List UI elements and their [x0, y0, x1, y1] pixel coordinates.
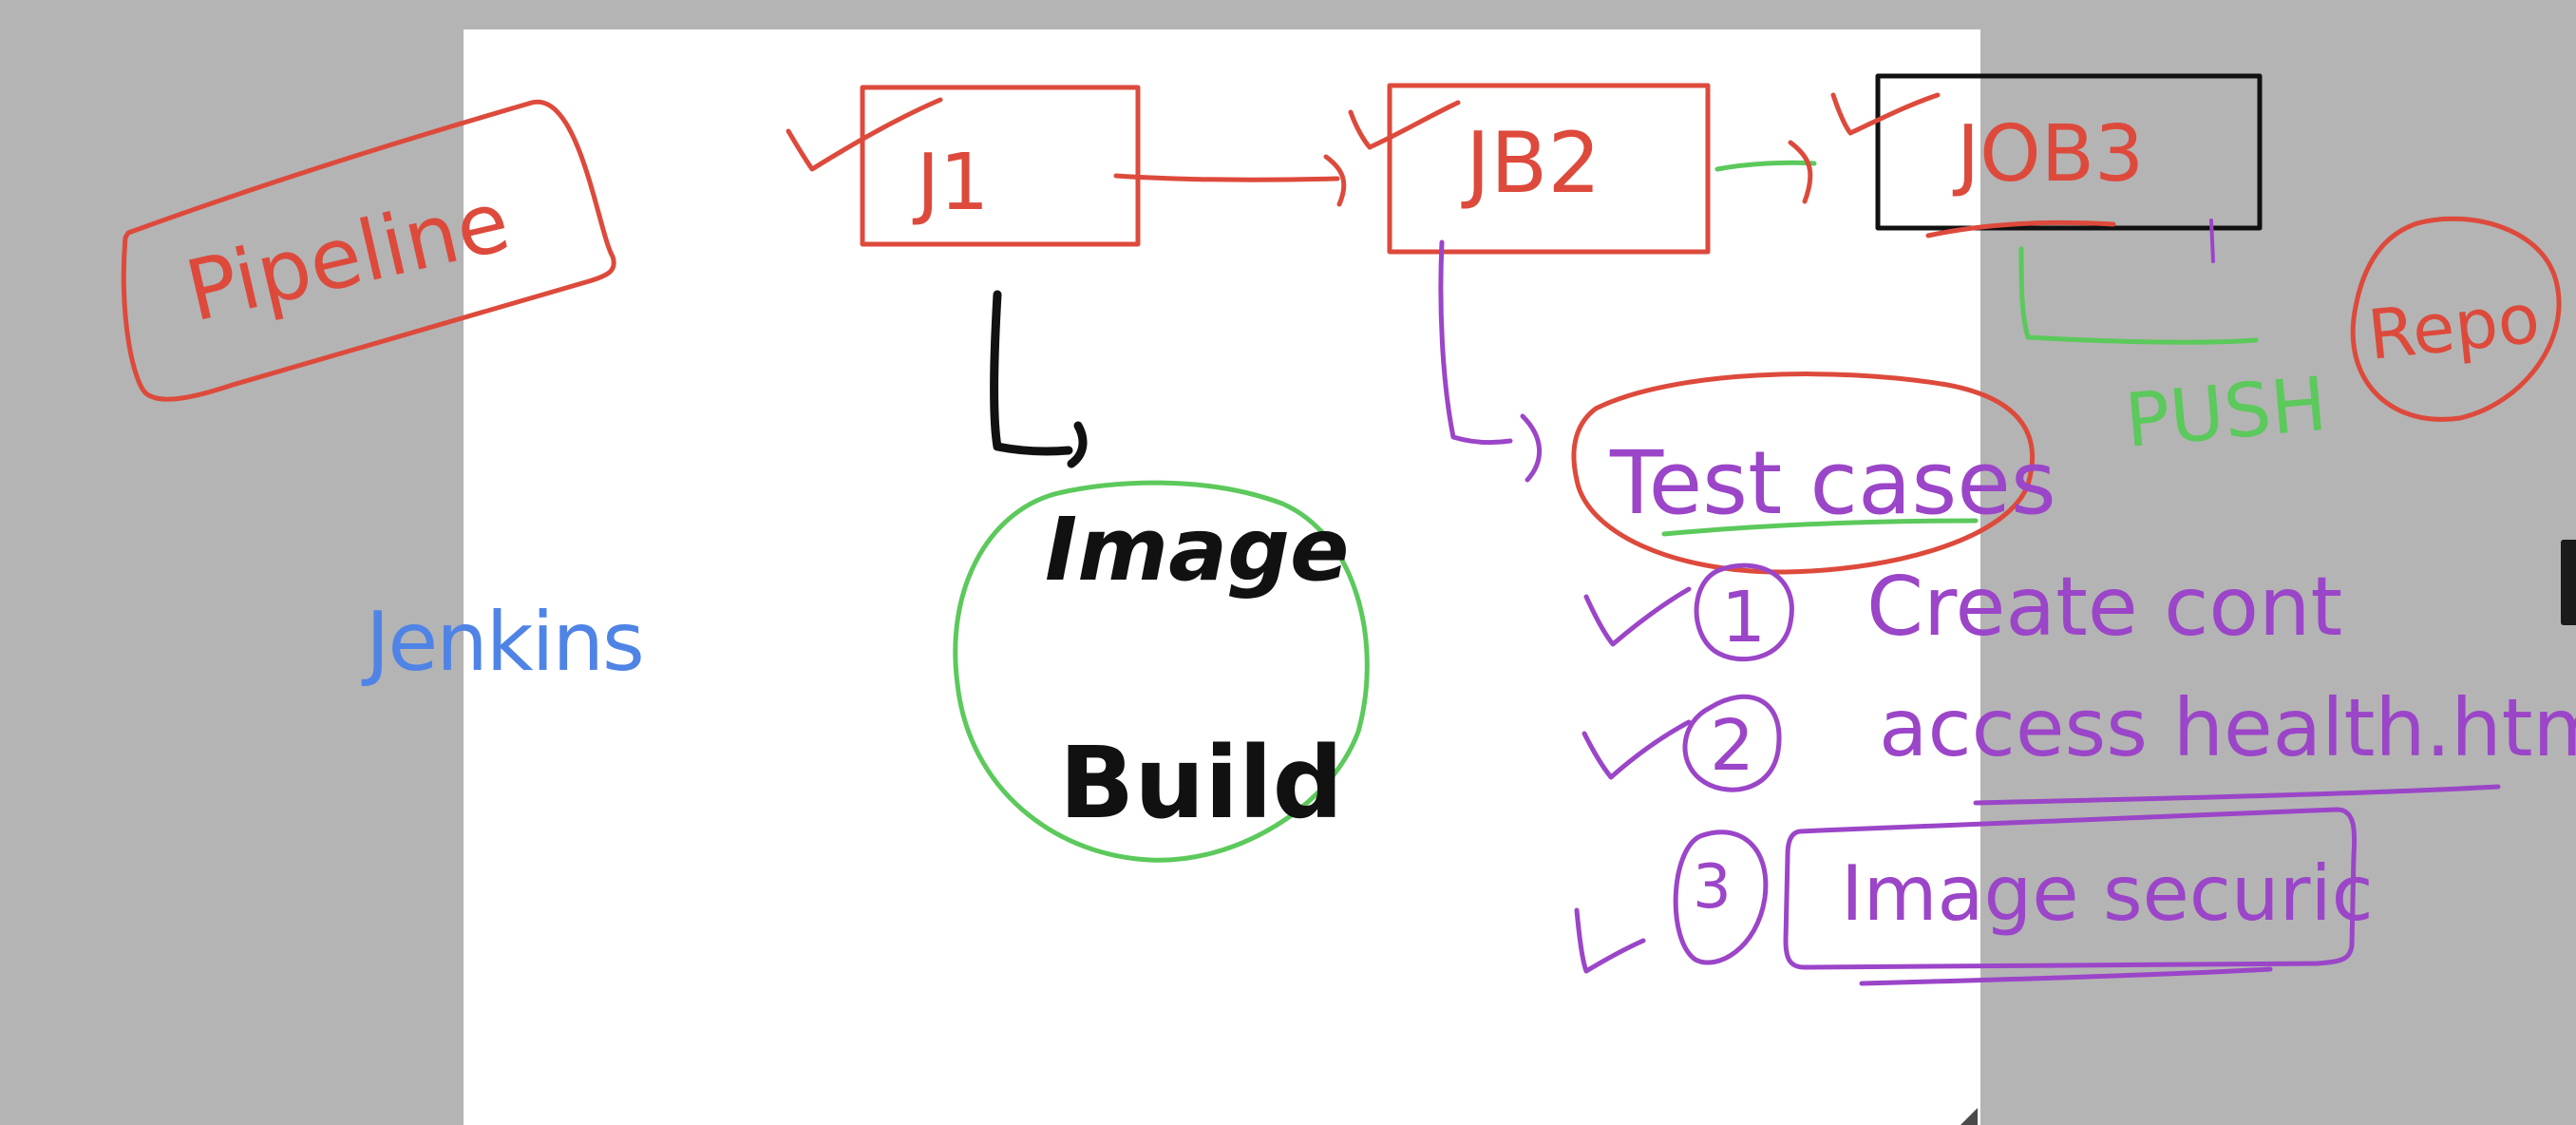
- image-build-line1: Image: [1045, 499, 1349, 601]
- checkmark-icon: [786, 97, 943, 172]
- step-1[interactable]: 1 Create cont: [1583, 560, 2342, 662]
- job3-underline: [1925, 219, 2116, 238]
- step-2[interactable]: 2 access health.htm: [1582, 681, 2576, 806]
- job1-label: J1: [912, 138, 989, 228]
- repo-note[interactable]: Repo: [2350, 216, 2562, 422]
- step-3-circle: [1673, 829, 1769, 965]
- image-build-connector: [990, 290, 1088, 468]
- whiteboard-page[interactable]: [464, 29, 1980, 1125]
- scroll-handle[interactable]: [2561, 540, 2576, 625]
- step-3[interactable]: 3 Image securic: [1574, 807, 2374, 986]
- checkmark-icon: [1582, 719, 1692, 780]
- step-2-text: access health.htm: [1879, 681, 2576, 774]
- repo-circle: [2350, 216, 2562, 422]
- job1-box: [860, 85, 1141, 247]
- job2-label: JB2: [1461, 114, 1601, 212]
- arrow-right-icon: [1714, 160, 1817, 172]
- pipeline-note[interactable]: Pipeline: [121, 99, 616, 402]
- job2-node[interactable]: JB2: [1348, 83, 1711, 255]
- checkmark-icon: [1574, 907, 1646, 974]
- resize-grip-icon[interactable]: [1960, 1108, 1978, 1125]
- job3-box: [1875, 73, 2263, 231]
- checkmark-icon: [1348, 100, 1461, 150]
- jenkins-label: Jenkins: [361, 595, 643, 690]
- checkmark-icon: [1583, 586, 1692, 647]
- step-3-underline: [1859, 966, 2273, 986]
- arrow-right-icon: [1113, 154, 1347, 207]
- test-cases-note[interactable]: Test cases: [1571, 372, 2056, 575]
- test-cases-underline: [1661, 518, 1979, 537]
- step-1-text: Create cont: [1866, 560, 2342, 655]
- image-build-line2: Build: [1059, 725, 1343, 841]
- test-cases-oval: [1571, 372, 2036, 575]
- push-connector: [2018, 246, 2259, 345]
- image-build-circle: [953, 480, 1370, 863]
- step-2-number: 2: [1710, 705, 1754, 787]
- pipeline-outline: [121, 99, 616, 402]
- push-tick: [2209, 219, 2215, 263]
- checkmark-icon: [1830, 92, 1941, 136]
- job2-box: [1387, 83, 1711, 255]
- step-3-number: 3: [1693, 852, 1732, 923]
- job3-label: JOB3: [1952, 109, 2144, 200]
- step-3-box: [1783, 807, 2358, 970]
- arrow-right-icon: [1788, 140, 1813, 204]
- job3-node[interactable]: JOB3: [1830, 73, 2263, 238]
- step-3-text: Image securic: [1841, 849, 2374, 938]
- repo-label: Repo: [2364, 277, 2544, 374]
- step-2-circle: [1682, 694, 1782, 792]
- step-1-number: 1: [1721, 577, 1766, 658]
- test-cases-connector: [1438, 239, 1542, 483]
- push-label: PUSH: [2122, 362, 2330, 465]
- test-cases-label: Test cases: [1609, 432, 2056, 534]
- step-1-circle: [1694, 562, 1794, 662]
- image-build-note[interactable]: Image Build: [953, 480, 1370, 863]
- job1-node[interactable]: J1: [786, 85, 1141, 247]
- step-2-underline: [1973, 784, 2501, 806]
